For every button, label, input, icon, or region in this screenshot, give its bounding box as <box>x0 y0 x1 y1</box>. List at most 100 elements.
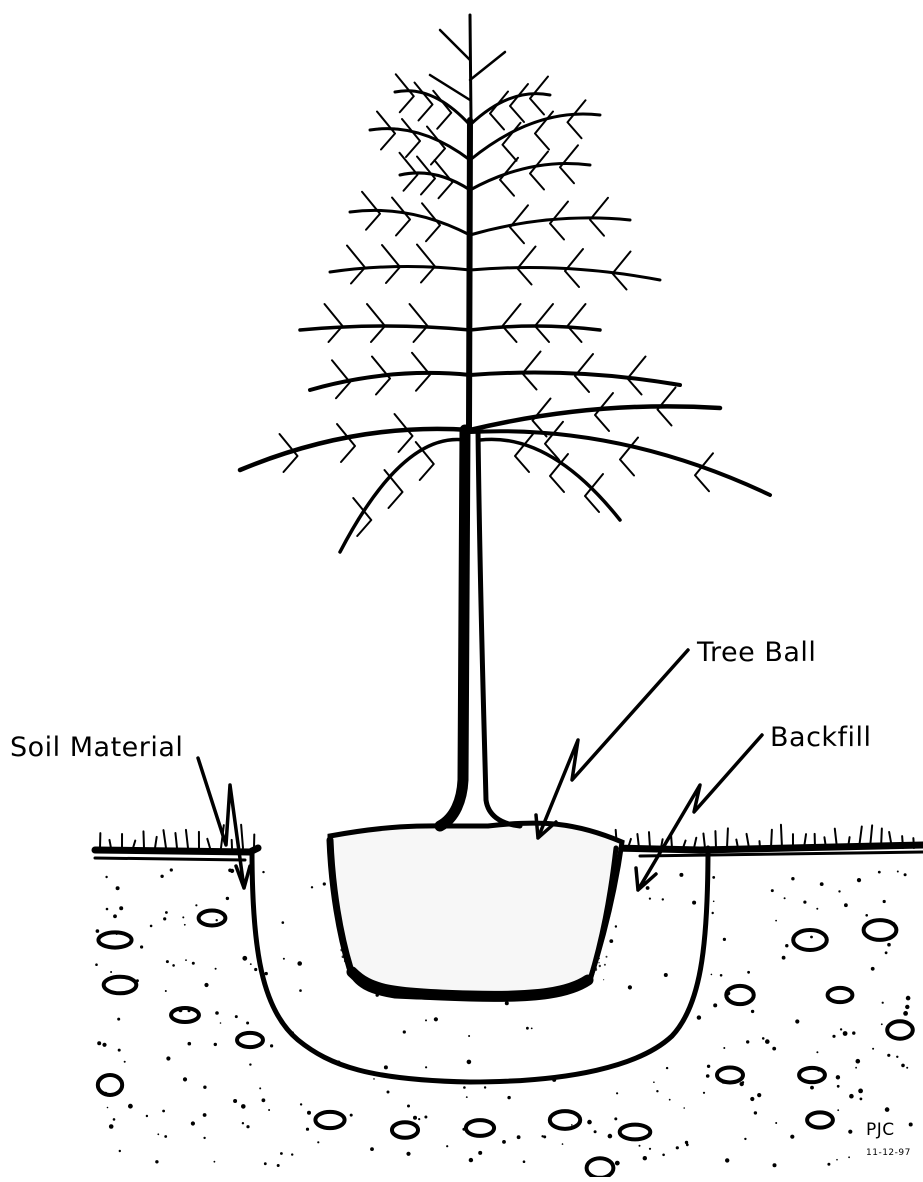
soil-speck <box>282 921 285 924</box>
soil-speck <box>262 1098 266 1102</box>
soil-speck <box>878 871 881 874</box>
grass-blade <box>913 838 914 848</box>
twig <box>392 198 410 236</box>
soil-speck <box>692 901 696 905</box>
grass-blade <box>781 825 782 848</box>
soil-speck <box>746 1040 749 1043</box>
soil-speck <box>96 929 100 933</box>
soil-speck <box>790 1135 794 1139</box>
twig <box>695 453 713 491</box>
crown-twigs <box>430 30 505 100</box>
soil-speck <box>373 1078 375 1080</box>
ball-stipple <box>603 979 604 980</box>
soil-speck <box>754 1111 757 1114</box>
soil-speck <box>110 971 112 973</box>
soil-speck <box>885 1107 890 1112</box>
soil-speck <box>757 1093 761 1097</box>
soil-speck <box>860 1098 863 1101</box>
twig <box>515 434 533 472</box>
soil-speck <box>844 903 848 907</box>
soil-speck <box>403 1030 406 1033</box>
soil-speck <box>909 1123 913 1127</box>
twig <box>523 352 541 390</box>
soil-speck <box>679 873 683 877</box>
soil-speck <box>242 956 247 961</box>
soil-speck <box>784 897 786 899</box>
backfill-label: Backfill <box>770 722 872 753</box>
soil-speck <box>676 1146 679 1149</box>
soil-speck <box>782 956 786 960</box>
soil-speck <box>820 882 824 886</box>
soil-speck <box>706 1074 710 1078</box>
soil-speck <box>109 1124 114 1129</box>
twig <box>410 304 428 342</box>
soil-speck <box>857 878 861 882</box>
soil-speck <box>505 1001 509 1005</box>
soil-speck <box>507 1096 510 1099</box>
twig <box>402 119 420 157</box>
soil-speck <box>306 1128 309 1131</box>
twig <box>503 304 521 342</box>
soil-speck <box>215 1011 219 1015</box>
grass-blade <box>759 841 760 848</box>
soil-speck <box>858 1089 863 1094</box>
soil-speck <box>425 1019 427 1021</box>
soil-speck <box>707 1065 710 1068</box>
twig <box>490 92 508 130</box>
soil-speck <box>280 1152 283 1155</box>
twig <box>518 247 536 285</box>
soil-speck <box>740 1082 744 1086</box>
soil-speck <box>827 1163 830 1166</box>
soil-speck <box>124 1061 126 1063</box>
soil-speck <box>594 1130 597 1133</box>
soil-speck <box>855 1067 857 1069</box>
soil-speck <box>469 1158 473 1162</box>
branch <box>240 429 470 470</box>
soil-speck <box>283 958 285 960</box>
ball-stipple <box>604 964 606 966</box>
tree-branches <box>240 30 770 552</box>
pebble <box>550 1111 580 1129</box>
twig <box>568 304 586 342</box>
twig <box>415 83 433 121</box>
soil-speck <box>235 1015 238 1018</box>
soil-speck <box>703 1092 705 1094</box>
pebble <box>466 1120 494 1136</box>
soil-speck <box>587 1120 592 1125</box>
soil-speck <box>685 1141 688 1144</box>
pebble <box>315 1112 344 1128</box>
soil-speck <box>467 1060 472 1065</box>
soil-speck <box>887 943 891 947</box>
pebble <box>392 1122 418 1137</box>
soil-speck <box>865 914 868 917</box>
soil-speck <box>837 1109 839 1111</box>
soil-speck <box>849 1094 854 1099</box>
soil-speck <box>541 1135 543 1137</box>
soil-speck <box>226 897 229 900</box>
twig <box>400 153 418 191</box>
soil-speck <box>117 1018 120 1021</box>
soil-speck <box>350 1114 353 1117</box>
soil-speck <box>214 1043 217 1046</box>
soil-speck <box>270 1044 273 1047</box>
pebble <box>98 932 131 947</box>
soil-speck <box>905 1005 909 1009</box>
twig <box>382 245 400 283</box>
soil-speck <box>246 1022 249 1025</box>
soil-speck <box>762 1037 765 1040</box>
soil-speck <box>795 1019 799 1023</box>
soil-speck <box>216 919 218 921</box>
branch <box>310 373 470 390</box>
soil-speck <box>664 973 668 977</box>
soil-speck <box>901 1064 905 1068</box>
soil-speck <box>725 1158 729 1162</box>
soil-speck <box>434 1017 438 1021</box>
soil-speck <box>771 889 774 892</box>
soil-speck <box>262 871 264 873</box>
twig <box>396 74 414 112</box>
soil-speck <box>653 1081 655 1083</box>
soil-speck <box>300 1103 302 1105</box>
soil-speck <box>203 1086 206 1089</box>
twig <box>568 100 586 138</box>
soil-speck <box>628 985 632 989</box>
